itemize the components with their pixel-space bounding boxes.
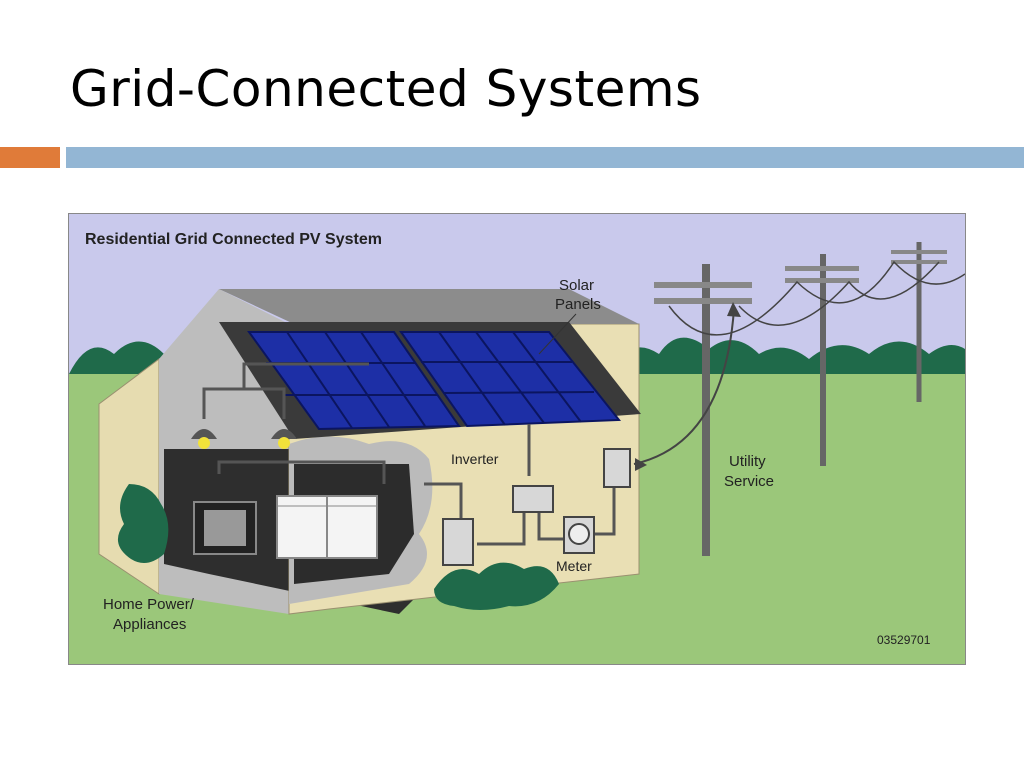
lamp-icon — [191, 374, 286, 449]
solar-panel-right — [399, 331, 622, 428]
lamp-icon — [271, 402, 297, 449]
wire — [217, 460, 386, 484]
label-solar-2: Panels — [555, 296, 601, 313]
label-inverter: Inverter — [451, 451, 499, 467]
label-utility-2: Service — [724, 473, 774, 490]
power-line — [738, 261, 940, 326]
wire — [242, 362, 369, 374]
meter-icon — [563, 516, 595, 554]
label-home-2: Appliances — [113, 616, 186, 633]
title-accent-orange — [0, 147, 60, 168]
service-box-icon — [603, 448, 631, 488]
label-meter: Meter — [556, 558, 592, 574]
diagram-canvas: Residential Grid Connected PV System Sol… — [69, 214, 965, 664]
service-drop — [633, 308, 735, 465]
figure-id: 03529701 — [877, 633, 931, 647]
pv-system-diagram: Residential Grid Connected PV System Sol… — [68, 213, 966, 665]
utility-pole-icon — [654, 264, 752, 556]
label-utility-1: Utility — [729, 453, 766, 470]
tv-icon — [193, 501, 257, 555]
tree-line-right — [609, 337, 965, 384]
figure-title: Residential Grid Connected PV System — [85, 231, 382, 248]
wire — [424, 482, 463, 519]
dryer-icon — [326, 495, 378, 559]
wire — [477, 512, 526, 546]
slide-title: Grid-Connected Systems — [70, 60, 702, 118]
label-home-1: Home Power/ — [103, 596, 195, 613]
inverter-icon — [512, 485, 554, 513]
breaker-panel-icon — [442, 518, 474, 566]
power-line — [668, 260, 965, 336]
utility-pole-icon — [785, 254, 859, 466]
bush-left — [117, 484, 169, 563]
solar-leader-line — [538, 313, 577, 355]
wire — [537, 512, 564, 541]
wire — [594, 484, 616, 536]
washer-icon — [276, 495, 328, 559]
title-accent-blue — [66, 147, 1024, 168]
label-solar-1: Solar — [559, 277, 594, 294]
roof-top — [219, 289, 639, 324]
bush-front — [434, 562, 559, 610]
utility-pole-icon — [891, 242, 947, 402]
